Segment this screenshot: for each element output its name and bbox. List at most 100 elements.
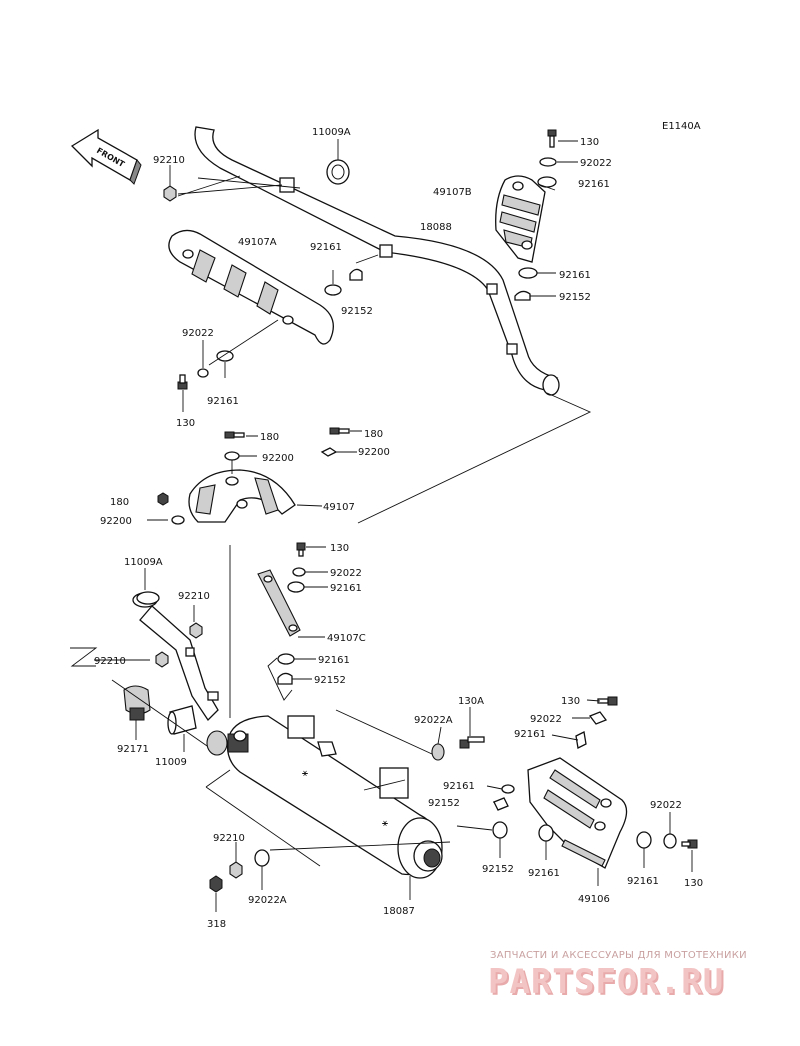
collar-92152-bot <box>492 821 508 839</box>
washer-92022a-mid <box>431 743 445 761</box>
label-130-bot: 130 <box>684 878 703 889</box>
bracket-49107c <box>257 569 301 637</box>
label-49106: 49106 <box>578 894 610 905</box>
joint-11009 <box>167 705 197 735</box>
washer-92022-left <box>197 368 209 378</box>
washer-92200-a <box>224 451 240 461</box>
label-92022-right: 92022 <box>530 714 562 725</box>
label-130a: 130A <box>458 696 484 707</box>
label-92022a-bot: 92022A <box>248 895 287 906</box>
svg-text:⚹: ⚹ <box>382 818 388 829</box>
collar-92152-b <box>514 290 531 301</box>
washer-92161-b <box>518 267 538 279</box>
nut-92210-top <box>163 185 177 202</box>
label-49107b: 49107B <box>433 187 472 198</box>
washer-92022-r3 <box>663 833 677 849</box>
label-11009a-top: 11009A <box>312 127 351 138</box>
part-labels: 11009A 92210 130 92022 92161 49107B 1808… <box>94 127 703 930</box>
heat-guard-49106 <box>527 757 628 869</box>
label-180-b: 180 <box>364 429 383 440</box>
bolt-130-bot <box>681 839 698 849</box>
label-49107c: 49107C <box>327 633 366 644</box>
label-92022-left: 92022 <box>182 328 214 339</box>
label-130-left: 130 <box>176 418 195 429</box>
label-92161-top: 92161 <box>578 179 610 190</box>
label-130-top: 130 <box>580 137 599 148</box>
washer-92161-right <box>575 731 587 749</box>
nut-318 <box>209 875 223 893</box>
label-92161-bot: 92161 <box>528 868 560 879</box>
svg-text:⚹: ⚹ <box>302 768 308 779</box>
washer-92161-mid <box>287 581 305 593</box>
washer-92200-c <box>171 515 185 525</box>
label-18087: 18087 <box>383 906 415 917</box>
label-92210-mid: 92210 <box>178 591 210 602</box>
nut-92210-left <box>155 651 169 668</box>
label-92152-a: 92152 <box>341 306 373 317</box>
label-92152-mid: 92152 <box>314 675 346 686</box>
label-92210-left: 92210 <box>94 656 126 667</box>
label-92200-c: 92200 <box>100 516 132 527</box>
label-92161-a: 92161 <box>310 242 342 253</box>
diagram-code: E1140A <box>662 121 701 132</box>
label-49107: 49107 <box>323 502 355 513</box>
washer-92022-right <box>588 711 608 725</box>
nut-180-c <box>157 492 169 506</box>
washer-92161-left <box>216 350 234 362</box>
label-92200-a: 92200 <box>262 453 294 464</box>
joint-pipe-end <box>206 730 249 756</box>
label-92161-mid2: 92161 <box>318 655 350 666</box>
label-92171: 92171 <box>117 744 149 755</box>
nut-92210-bot <box>229 861 243 879</box>
label-92022-mid: 92022 <box>330 568 362 579</box>
heat-guard-49107a <box>168 229 334 345</box>
label-92152-b: 92152 <box>559 292 591 303</box>
watermark-tagline: ЗАПЧАСТИ И АКСЕССУАРЫ ДЛЯ МОТОТЕХНИКИ <box>490 950 747 961</box>
washer-92161-mid2 <box>277 653 295 665</box>
bolt-130-top <box>547 129 557 148</box>
label-92152-r2: 92152 <box>428 798 460 809</box>
label-92022a-mid: 92022A <box>414 715 453 726</box>
label-130-right: 130 <box>561 696 580 707</box>
watermark-logo: PARTSFOR.RU <box>488 962 725 1002</box>
label-130-mid: 130 <box>330 543 349 554</box>
label-180-c: 180 <box>110 497 129 508</box>
label-11009: 11009 <box>155 757 187 768</box>
label-92161-b: 92161 <box>559 270 591 281</box>
label-92161-right: 92161 <box>514 729 546 740</box>
label-92200-b: 92200 <box>358 447 390 458</box>
label-49107a: 49107A <box>238 237 277 248</box>
washer-92022-mid <box>292 567 306 577</box>
bolt-130a <box>459 736 485 749</box>
gasket-11009a-mid <box>136 591 160 605</box>
washer-92022-top <box>539 157 557 167</box>
washer-92161-bot2 <box>636 831 652 849</box>
washer-92161-bot <box>538 824 554 842</box>
label-92161-mid: 92161 <box>330 583 362 594</box>
washer-92161-r2 <box>501 784 515 794</box>
bolt-130-right <box>597 696 618 706</box>
label-92022-r3: 92022 <box>650 800 682 811</box>
label-18088: 18088 <box>420 222 452 233</box>
bolt-180-a <box>224 431 245 439</box>
label-318: 318 <box>207 919 226 930</box>
label-11009a-mid: 11009A <box>124 557 163 568</box>
label-92022-top: 92022 <box>580 158 612 169</box>
heat-guard-49107b <box>495 175 546 263</box>
bolt-130-mid <box>296 542 306 557</box>
nut-92210-mid <box>189 622 203 639</box>
washer-92161-a <box>324 284 342 296</box>
bolt-130-left <box>177 374 188 390</box>
collar-92152-r2 <box>493 797 509 811</box>
label-92210-bot: 92210 <box>213 833 245 844</box>
collar-92152-mid <box>277 672 293 685</box>
label-92152-bot: 92152 <box>482 864 514 875</box>
label-92161-left: 92161 <box>207 396 239 407</box>
label-92161-bot2: 92161 <box>627 876 659 887</box>
label-92210-top: 92210 <box>153 155 185 166</box>
collar-92152-a <box>349 268 363 281</box>
exhaust-pipe-18088 <box>194 126 560 396</box>
label-92161-r2: 92161 <box>443 781 475 792</box>
label-180-a: 180 <box>260 432 279 443</box>
